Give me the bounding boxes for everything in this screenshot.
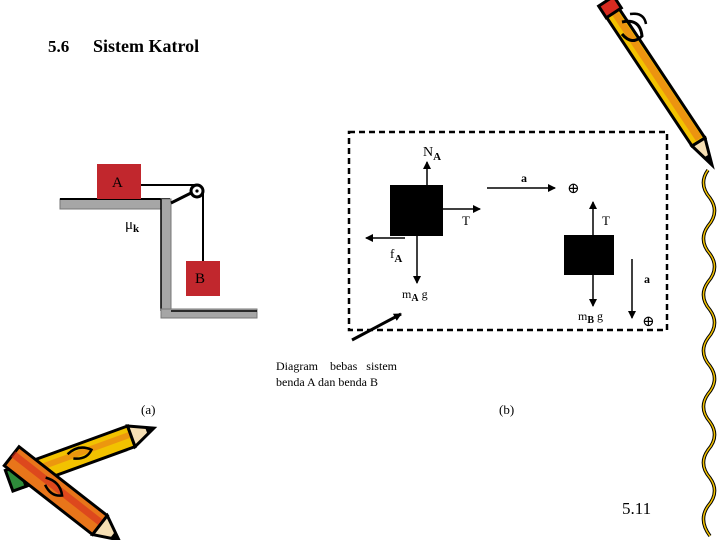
slide-number: 5.11	[622, 499, 651, 518]
table-surface	[59, 198, 165, 210]
floor	[160, 308, 258, 319]
block-b	[186, 261, 220, 296]
weight-b-sub: B	[587, 315, 594, 326]
weight-a-label: mA g	[402, 287, 428, 304]
annotation-pointer-arrow	[351, 312, 402, 342]
block-b-free-body	[564, 235, 614, 275]
weight-a-suffix: g	[419, 287, 428, 301]
block-a-label: A	[112, 175, 123, 191]
positive-direction-a-icon: ⊕	[567, 181, 580, 197]
friction-force-sub: A	[394, 253, 402, 265]
weight-a-main: m	[402, 287, 412, 301]
weight-b-suffix: g	[594, 309, 603, 323]
block-a	[97, 164, 141, 199]
tension-b-label: T	[602, 213, 610, 228]
friction-force-main: f	[390, 246, 395, 261]
tension-a-label: T	[462, 213, 470, 228]
normal-force-main: N	[423, 145, 433, 160]
friction-subscript: k	[133, 223, 140, 235]
free-body-diagram-frame	[347, 130, 669, 332]
friction-coefficient: μk	[125, 217, 140, 235]
friction-mu: μ	[125, 217, 133, 233]
system-a: A B μk (a)	[59, 164, 258, 417]
positive-direction-b-icon: ⊕	[642, 314, 655, 330]
section-number: 5.6	[48, 37, 69, 56]
annotation-line-2: benda A dan benda B	[276, 375, 378, 389]
weight-a-sub: A	[411, 293, 419, 304]
block-b-label: B	[195, 271, 205, 287]
pulley-axle	[195, 189, 199, 193]
normal-force-sub: A	[433, 151, 441, 163]
normal-force-label: NA	[423, 145, 441, 163]
annotation-line-1: Diagram bebas sistem	[276, 359, 398, 373]
accel-a-label: a	[521, 171, 527, 185]
caption-b: (b)	[499, 402, 514, 417]
table-wall	[160, 198, 172, 312]
caption-a: (a)	[141, 402, 155, 417]
accel-b-label: a	[644, 272, 650, 286]
system-b: NA T a ⊕ fA mA g T mB g a ⊕ (b)	[365, 145, 655, 417]
weight-b-label: mB g	[578, 309, 603, 326]
page-title: Sistem Katrol	[93, 36, 199, 56]
pencils-bottom-left-icon	[2, 424, 158, 542]
pencil-top-right-icon	[596, 0, 715, 170]
block-a-free-body	[390, 185, 443, 236]
friction-force-label: fA	[390, 246, 402, 265]
weight-b-main: m	[578, 309, 588, 323]
decorative-squiggle-highlight	[702, 169, 716, 537]
